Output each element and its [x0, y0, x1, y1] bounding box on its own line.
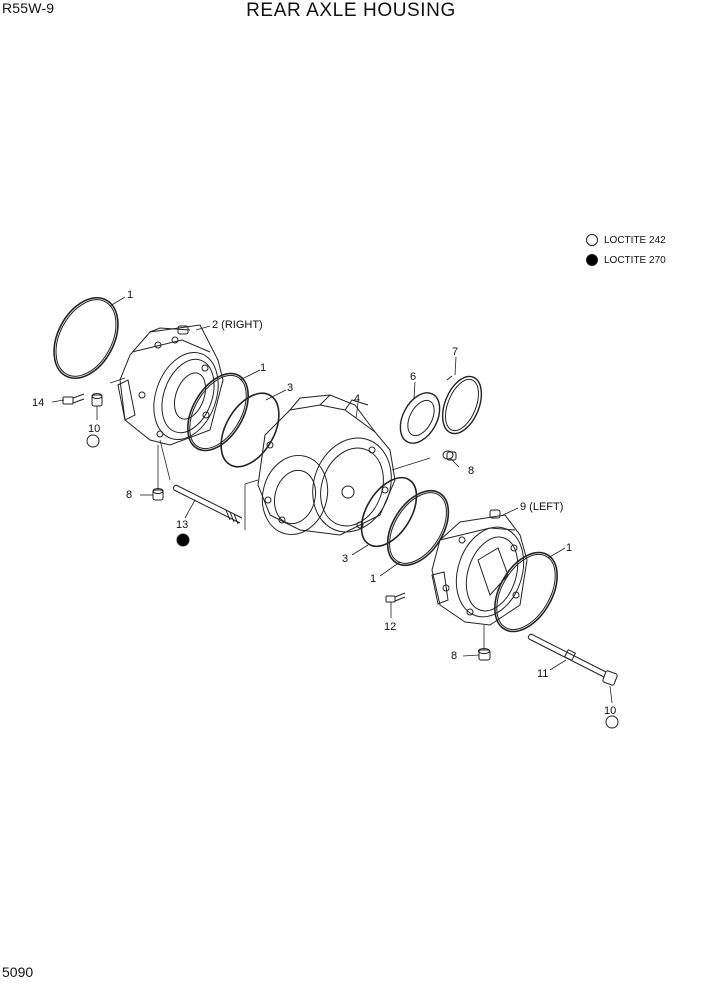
stud-13: [172, 484, 243, 525]
legend-item-loctite-270: LOCTITE 270: [586, 251, 666, 269]
o-ring-3-middle: [220, 392, 280, 468]
callout-1: 1: [566, 542, 572, 554]
callout-7: 7: [452, 346, 458, 358]
plug-8-right: [442, 450, 457, 461]
seal-6: [399, 392, 441, 444]
callout-8: 8: [468, 465, 474, 477]
leader-lines: [51, 296, 613, 704]
callout-8: 8: [126, 489, 132, 501]
bolt-12: [385, 592, 406, 603]
callout-11: 11: [537, 668, 548, 680]
plug-8-lower: [478, 648, 491, 661]
o-ring-3-lower: [360, 476, 418, 548]
callout-6: 6: [410, 371, 416, 383]
callout-2-right: 2 (RIGHT): [212, 319, 263, 331]
loctite-242-symbol-10-left: [86, 434, 100, 448]
o-ring-1-top-left: [53, 297, 119, 379]
callout-4: 4: [354, 393, 360, 405]
legend-label: LOCTITE 270: [604, 254, 666, 266]
legend-label: LOCTITE 242: [604, 234, 666, 246]
left-housing: [431, 509, 528, 626]
callout-1: 1: [127, 289, 133, 301]
filled-circle-icon: [586, 254, 598, 266]
legend: LOCTITE 242 LOCTITE 270: [586, 231, 666, 271]
page-number: 5090: [2, 964, 34, 980]
right-housing: [117, 324, 224, 446]
plug-8-left: [152, 488, 164, 501]
loctite-270-symbol-13: [176, 533, 190, 547]
stud-11: [527, 633, 607, 678]
loctite-242-symbol-10-right: [605, 715, 619, 729]
callout-1: 1: [370, 573, 376, 585]
callout-3: 3: [342, 553, 348, 565]
nut-10-left: [91, 393, 103, 407]
callout-8: 8: [451, 650, 457, 662]
o-ring-1-middle: [187, 372, 249, 452]
o-ring-1-lower: [386, 489, 450, 567]
legend-item-loctite-242: LOCTITE 242: [586, 231, 666, 249]
page-title: REAR AXLE HOUSING: [246, 0, 456, 21]
snap-ring-7: [441, 375, 483, 435]
callout-13: 13: [176, 519, 188, 531]
center-axle-housing: [257, 394, 396, 536]
callout-12: 12: [384, 621, 396, 633]
open-circle-icon: [586, 234, 598, 246]
callout-10: 10: [88, 423, 100, 435]
nut-10-right: [602, 670, 618, 686]
callout-10: 10: [604, 705, 616, 717]
callout-3: 3: [287, 382, 293, 394]
callout-9-left: 9 (LEFT): [520, 501, 563, 513]
bolt-14: [62, 393, 85, 405]
o-ring-1-lower-right: [494, 551, 558, 633]
callout-14: 14: [32, 397, 44, 409]
callout-1: 1: [260, 362, 266, 374]
model-code: R55W-9: [2, 0, 55, 16]
